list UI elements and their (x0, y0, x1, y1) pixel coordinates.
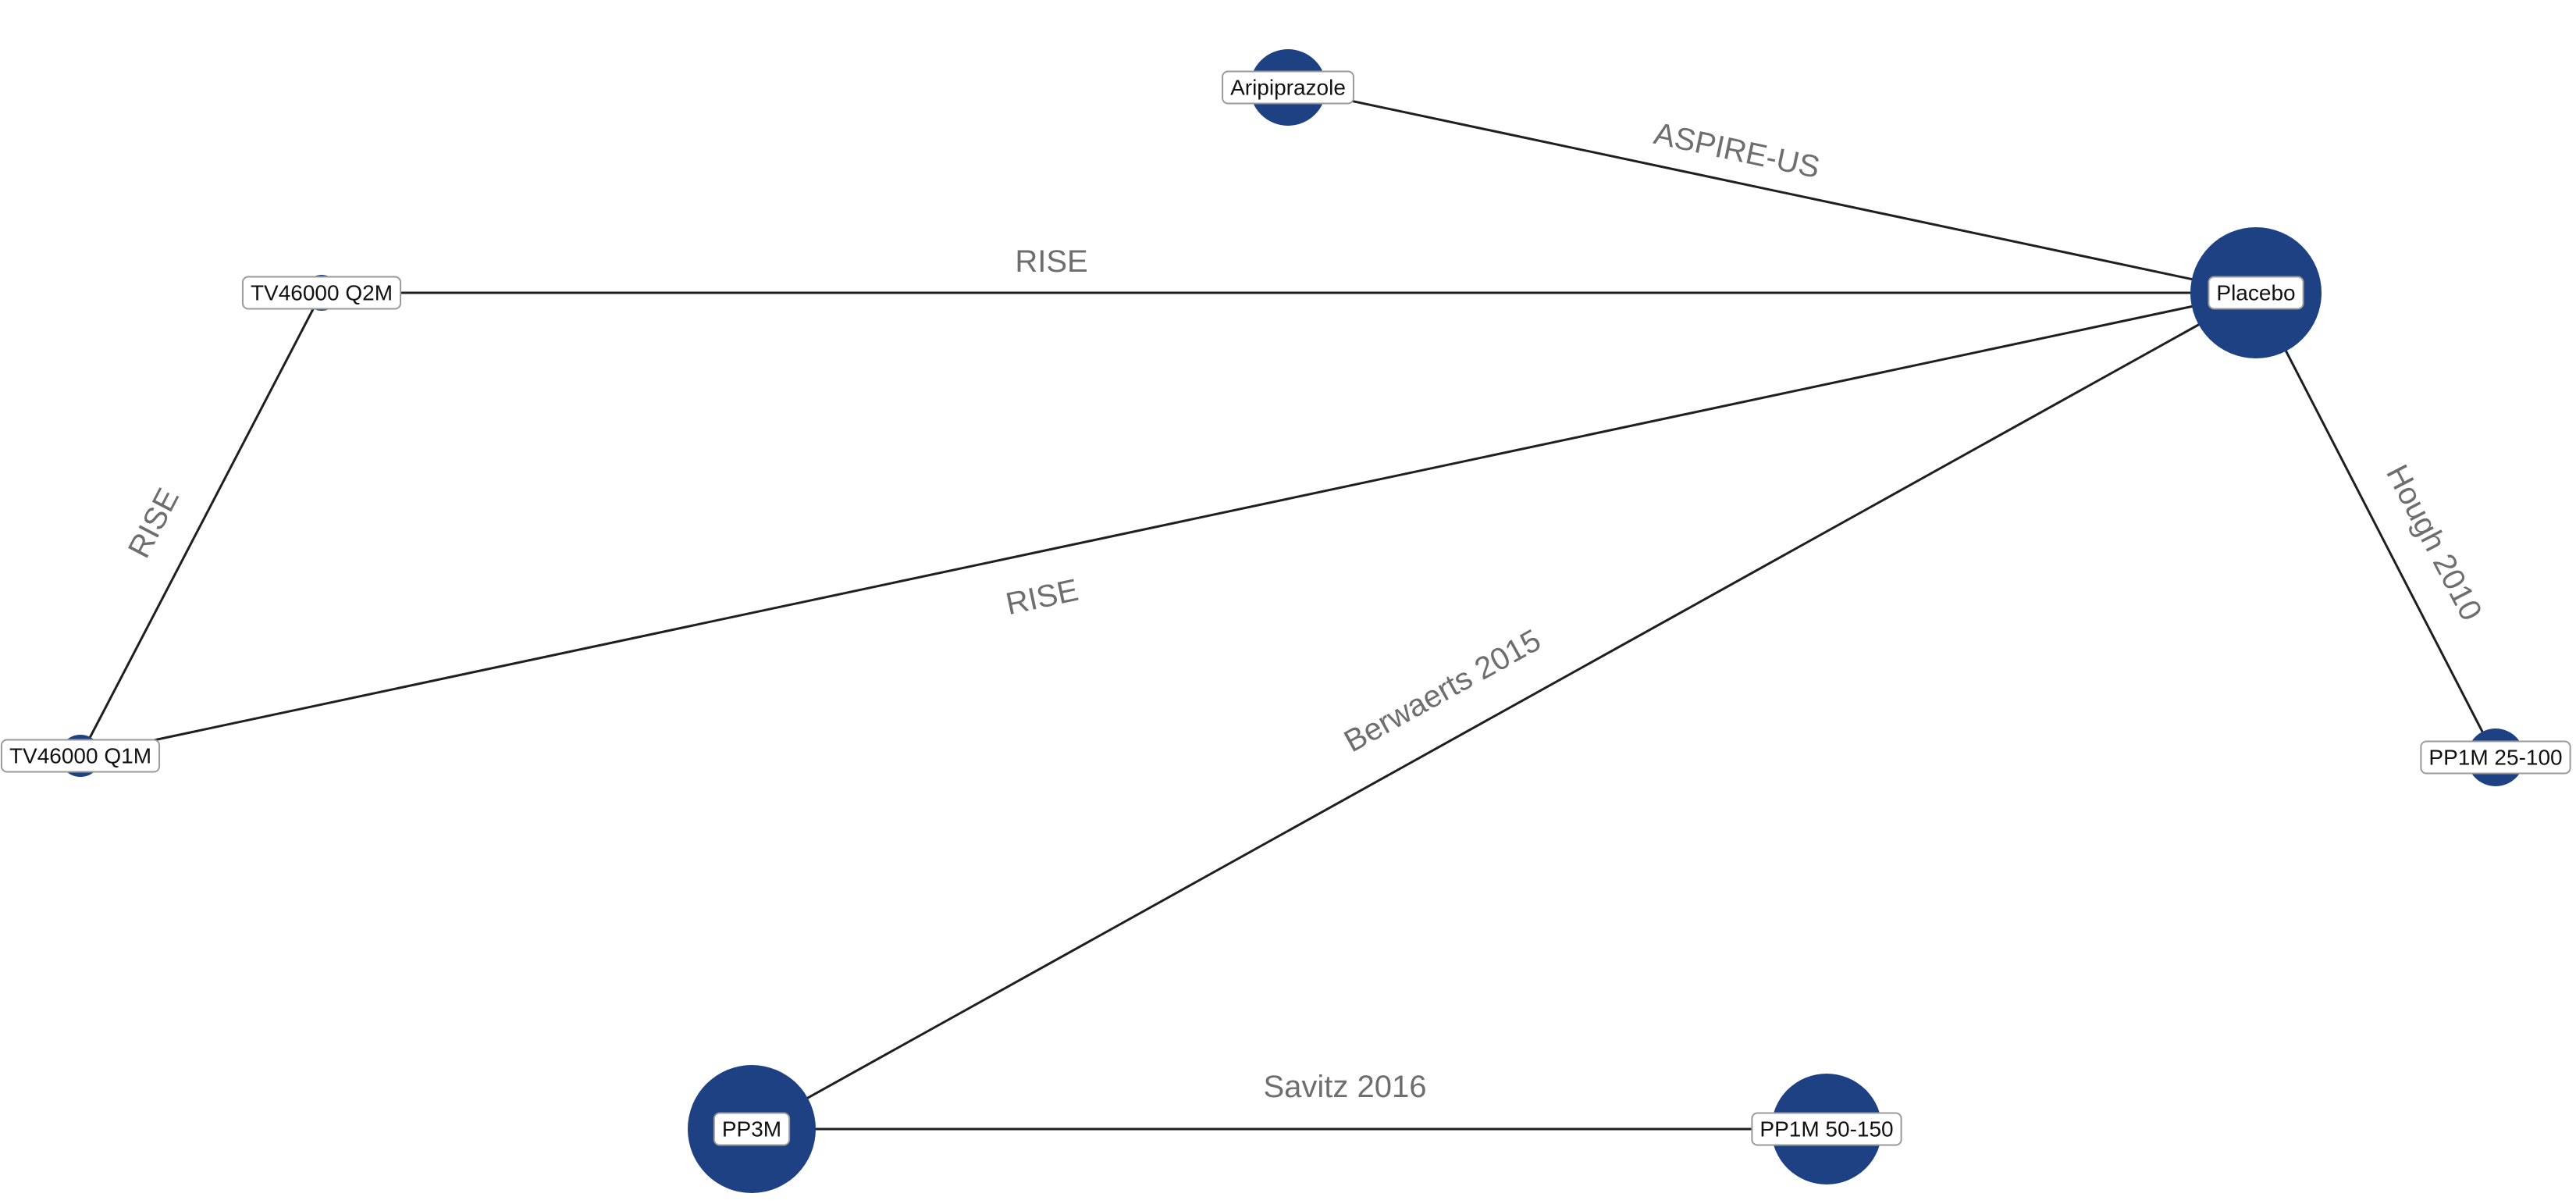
edge-label-pp3m--placebo: Berwaerts 2015 (1339, 623, 1546, 759)
node-label-aripiprazole[interactable]: Aripiprazole (1222, 70, 1354, 105)
node-label-pp1m-50-150[interactable]: PP1M 50-150 (1751, 1112, 1902, 1146)
node-label-text-tv46000-q1m: TV46000 Q1M (9, 744, 151, 768)
node-label-pp1m-25-100[interactable]: PP1M 25-100 (2420, 740, 2571, 775)
node-label-box-pp3m (713, 1112, 791, 1146)
edge-pp3m--placebo (751, 291, 2257, 1131)
node-label-placebo[interactable]: Placebo (2208, 276, 2304, 310)
edges-layer (79, 86, 2497, 1131)
edge-label-placebo--pp1m-25-100: Hough 2010 (2379, 459, 2489, 626)
node-label-text-aripiprazole: Aripiprazole (1230, 76, 1346, 100)
node-label-tv46000-q2m[interactable]: TV46000 Q2M (241, 276, 402, 310)
node-label-box-placebo (2208, 276, 2304, 310)
edge-label-aripiprazole--placebo: ASPIRE-US (1651, 116, 1823, 185)
node-label-text-pp3m: PP3M (722, 1117, 781, 1142)
node-label-text-tv46000-q2m: TV46000 Q2M (251, 281, 393, 305)
node-label-box-tv46000-q1m (0, 739, 161, 773)
node-label-text-placebo: Placebo (2216, 281, 2295, 305)
edge-label-tv46000-q2m--tv46000-q1m: RISE (122, 483, 186, 563)
node-label-text-pp1m-25-100: PP1M 25-100 (2428, 746, 2562, 770)
edge-label-tv46000-q1m--placebo: RISE (1003, 573, 1081, 622)
edge-labels-layer: ASPIRE-US RISE RISE RISE Berwaerts 2015 Hough… (122, 116, 2489, 1104)
edge-label-tv46000-q2m--placebo: RISE (1015, 244, 1087, 279)
edge-placebo--pp1m-25-100 (2254, 292, 2497, 758)
node-label-box-pp1m-25-100 (2420, 740, 2571, 775)
edge-tv46000-q2m--tv46000-q1m (79, 292, 323, 757)
node-label-tv46000-q1m[interactable]: TV46000 Q1M (0, 739, 161, 773)
edge-aripiprazole--placebo (1287, 86, 2257, 294)
node-label-pp3m[interactable]: PP3M (713, 1112, 791, 1146)
node-label-box-tv46000-q2m (241, 276, 402, 310)
edge-label-pp3m--pp1m-50-150: Savitz 2016 (1263, 1070, 1426, 1104)
node-label-box-pp1m-50-150 (1751, 1112, 1902, 1146)
nodes-layer (59, 49, 2524, 1193)
node-label-text-pp1m-50-150: PP1M 50-150 (1759, 1117, 1893, 1142)
node-label-box-aripiprazole (1222, 70, 1354, 105)
edge-tv46000-q1m--placebo (80, 291, 2257, 757)
